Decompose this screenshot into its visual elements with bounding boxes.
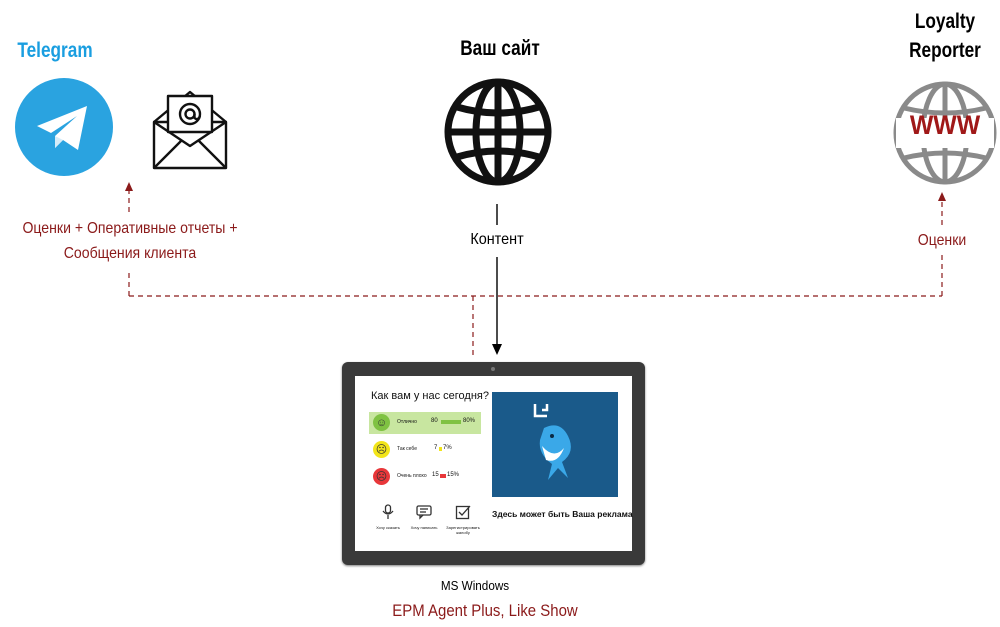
tablet-screen: Как вам у нас сегодня? ☺ Отлично 80 80% … (355, 376, 633, 551)
survey-option-so-so[interactable]: ☹ Так себе 7 7% (369, 439, 481, 461)
camera-dot (491, 367, 495, 371)
option-percent: 15% (447, 472, 460, 478)
option-bar (441, 420, 461, 424)
action-label: Хочу написать (410, 525, 438, 530)
ad-banner[interactable] (492, 392, 618, 497)
telegram-icon (15, 78, 113, 176)
option-count: 80 (431, 418, 438, 424)
email-icon (152, 90, 228, 170)
survey-question: Как вам у нас сегодня? (371, 390, 489, 402)
checkbox-icon (455, 505, 471, 520)
whale-logo-icon (533, 404, 571, 480)
loyalty-title-line2: Reporter (909, 39, 981, 62)
option-percent: 7% (443, 445, 452, 451)
option-percent: 80% (463, 418, 476, 424)
action-label: Хочу сказать (376, 525, 400, 530)
left-feedback-label-line2: Сообщения клиента (63, 245, 197, 262)
chat-bubble-icon (416, 505, 432, 520)
website-title: Ваш сайт (460, 37, 540, 60)
microphone-icon (382, 504, 394, 519)
telegram-title: Telegram (17, 39, 93, 62)
happy-face-icon: ☺ (373, 414, 390, 431)
arrowhead-to-telegram (125, 182, 133, 191)
content-label: Контент (470, 231, 524, 248)
www-text: WWW (909, 110, 981, 140)
action-speak-button[interactable]: Хочу сказать (371, 504, 405, 538)
option-count: 7 (434, 445, 438, 451)
action-complaint-button[interactable]: Зарегистрировать жалобу (443, 504, 483, 544)
sad-face-icon: ☹ (373, 468, 390, 485)
arrowhead-to-loyalty (938, 192, 946, 201)
action-write-button[interactable]: Хочу написать (405, 504, 443, 538)
option-label: Отлично (397, 419, 417, 425)
action-label-line2: жалобу (456, 530, 470, 535)
option-label: Так себе (397, 446, 417, 452)
globe-icon (444, 78, 552, 186)
arrowhead-to-device (492, 344, 502, 355)
option-bar (439, 447, 442, 451)
www-globe-icon (893, 81, 997, 185)
neutral-face-icon: ☹ (373, 441, 390, 458)
loyalty-title-line1: Loyalty (914, 10, 976, 33)
option-label: Очень плохо (397, 473, 427, 479)
survey-option-very-bad[interactable]: ☹ Очень плохо 15 15% (369, 466, 481, 488)
os-label: MS Windows (440, 578, 510, 593)
tablet-device: Как вам у нас сегодня? ☺ Отлично 80 80% … (342, 362, 645, 565)
dashed-feedback-path (128, 190, 943, 355)
product-label: EPM Agent Plus, Like Show (392, 601, 578, 620)
right-feedback-label: Оценки (917, 232, 967, 249)
left-feedback-label-line1: Оценки + Оперативные отчеты + (22, 220, 238, 237)
survey-option-excellent[interactable]: ☺ Отлично 80 80% (369, 412, 481, 434)
option-count: 15 (432, 472, 439, 478)
action-label-line1: Зарегистрировать (446, 525, 480, 530)
ad-caption: Здесь может быть Ваша реклама (492, 509, 633, 519)
option-bar (440, 474, 446, 478)
